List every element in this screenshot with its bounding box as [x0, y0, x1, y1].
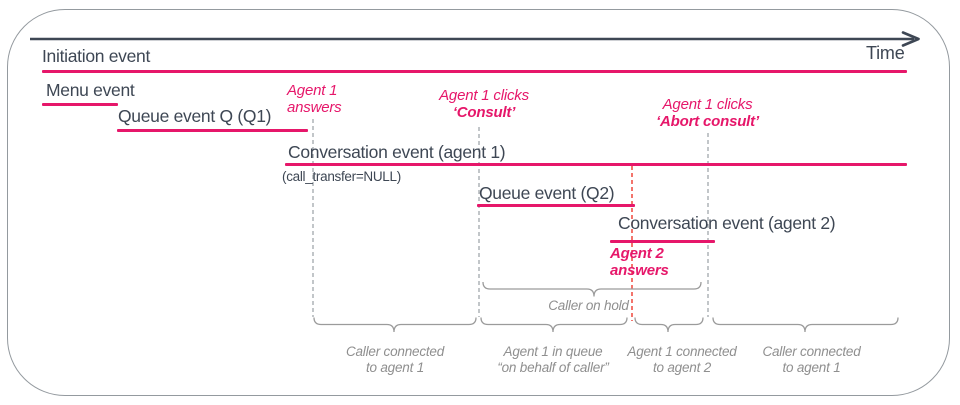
event-bar-conversation-agent1 — [285, 163, 907, 167]
annotation-agent1-clicks-abort-consult: Agent 1 clicks ‘Abort consult’ — [630, 96, 785, 130]
phase-line: Caller connected — [345, 344, 445, 359]
phase-label-caller-connected-agent1-b: Caller connected to agent 1 — [729, 344, 894, 376]
phase-label-agent1-in-queue: Agent 1 in queue “on behalf of caller” — [472, 344, 634, 376]
annotation-line: Agent 1 clicks — [662, 96, 753, 113]
annotation-agent2-answers: Agent 2 answers — [610, 245, 669, 279]
brace-caller-connected-agent1-a — [313, 317, 477, 333]
brace-caller-connected-agent1-b — [712, 317, 899, 333]
phase-line: Agent 1 in queue — [503, 344, 603, 359]
event-bar-conversation-agent2 — [610, 240, 715, 244]
event-label-initiation: Initiation event — [42, 46, 151, 66]
brace-agent1-in-queue — [480, 317, 628, 333]
event-label-menu: Menu event — [46, 80, 135, 100]
event-sublabel-call-transfer-null: (call_transfer=NULL) — [282, 169, 401, 184]
event-bar-menu — [42, 103, 118, 107]
event-label-conversation-agent2: Conversation event (agent 2) — [618, 213, 836, 233]
time-axis-arrowhead-icon — [901, 31, 920, 47]
annotation-line: Agent 2 — [610, 245, 664, 262]
event-bar-initiation — [42, 70, 907, 74]
annotation-line-bold: ‘Consult’ — [452, 103, 516, 121]
event-label-conversation-agent1: Conversation event (agent 1) — [288, 142, 506, 162]
event-bar-queue-q2 — [477, 204, 635, 208]
phase-line: to agent 1 — [782, 360, 841, 375]
annotation-line: answers — [610, 261, 669, 279]
event-label-queue-q1: Queue event Q (Q1) — [118, 106, 272, 126]
phase-line: Agent 1 connected — [627, 344, 737, 359]
phase-label-caller-on-hold: Caller on hold — [548, 298, 629, 313]
brace-agent1-connected-agent2 — [634, 317, 704, 333]
brace-caller-on-hold — [482, 281, 702, 297]
phase-line: “on behalf of caller” — [497, 360, 609, 375]
phase-line: Caller connected — [762, 344, 861, 359]
event-bar-queue-q1 — [117, 129, 308, 133]
phase-label-agent1-connected-agent2: Agent 1 connected to agent 2 — [601, 344, 763, 376]
event-label-queue-q2: Queue event (Q2) — [479, 183, 615, 203]
annotation-line: Agent 1 — [287, 82, 338, 99]
annotation-line: answers — [287, 98, 342, 116]
phase-label-caller-connected-agent1-a: Caller connected to agent 1 — [314, 344, 476, 376]
phase-line: to agent 1 — [365, 360, 425, 375]
annotation-agent1-clicks-consult: Agent 1 clicks ‘Consult’ — [414, 87, 554, 121]
annotation-agent1-answers: Agent 1 answers — [287, 82, 342, 116]
diagram-rounded-border — [7, 9, 950, 396]
annotation-line-bold: ‘Abort consult’ — [656, 112, 759, 130]
annotation-line: Agent 1 clicks — [439, 87, 529, 104]
phase-line: to agent 2 — [652, 360, 712, 375]
time-axis-label: Time — [866, 43, 905, 63]
